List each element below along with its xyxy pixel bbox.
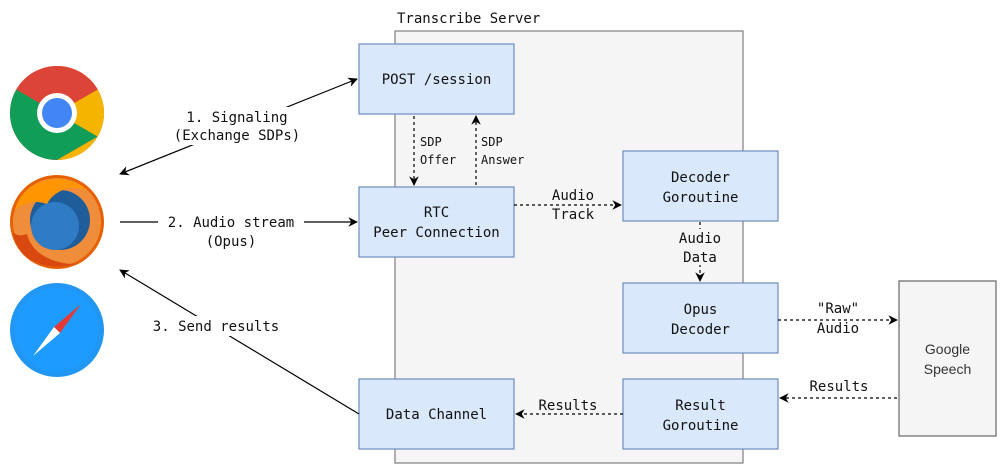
node-data-channel: Data Channel: [358, 378, 515, 450]
label-sdp-answer-1: SDP: [481, 135, 503, 149]
label-audio-track-1: Audio: [552, 188, 594, 204]
svg-text:Audio: Audio: [679, 231, 721, 247]
svg-text:RTC: RTC: [424, 205, 449, 221]
server-title: Transcribe Server: [397, 11, 540, 27]
svg-text:Data Channel: Data Channel: [386, 407, 487, 423]
edge-label-audio-stream: 2. Audio stream (Opus): [158, 210, 304, 252]
svg-text:Speech: Speech: [924, 361, 971, 377]
svg-text:POST /session: POST /session: [382, 72, 492, 88]
firefox-icon: [10, 175, 104, 269]
svg-text:Goroutine: Goroutine: [663, 190, 739, 206]
svg-text:1. Signaling: 1. Signaling: [186, 110, 287, 126]
svg-text:Google: Google: [925, 341, 970, 357]
safari-icon: [10, 283, 104, 377]
node-decoder-goroutine: Decoder Goroutine: [622, 150, 779, 222]
node-rtc-peer-connection: RTC Peer Connection: [358, 186, 515, 258]
svg-text:3. Send results: 3. Send results: [153, 319, 279, 335]
node-google-speech: Google Speech: [898, 280, 997, 437]
label-raw-audio-1: "Raw": [817, 301, 859, 317]
svg-text:Decoder: Decoder: [671, 170, 730, 186]
label-results-to-channel: Results: [538, 398, 597, 414]
label-sdp-offer-2: Offer: [420, 153, 456, 167]
edge-send-results: [119, 269, 360, 415]
svg-text:Peer Connection: Peer Connection: [373, 225, 499, 241]
label-sdp-answer-2: Answer: [481, 153, 524, 167]
svg-text:(Exchange SDPs): (Exchange SDPs): [174, 128, 300, 144]
svg-text:(Opus): (Opus): [206, 234, 257, 250]
edge-label-signaling: 1. Signaling (Exchange SDPs): [165, 107, 308, 145]
svg-text:Goroutine: Goroutine: [663, 418, 739, 434]
edge-label-audio-data: Audio Data: [675, 229, 725, 266]
label-raw-audio-2: Audio: [817, 321, 859, 337]
svg-text:Opus: Opus: [684, 302, 718, 318]
edge-label-send-results: 3. Send results: [143, 316, 288, 336]
svg-text:Decoder: Decoder: [671, 322, 730, 338]
node-opus-decoder: Opus Decoder: [622, 282, 779, 354]
label-audio-track-2: Track: [552, 207, 595, 223]
node-result-goroutine: Result Goroutine: [622, 378, 779, 450]
chrome-icon: [10, 66, 104, 160]
node-post-session: POST /session: [358, 43, 515, 115]
svg-text:2. Audio stream: 2. Audio stream: [168, 215, 294, 231]
label-results-from-google: Results: [809, 379, 868, 395]
svg-text:Result: Result: [675, 398, 726, 414]
label-sdp-offer-1: SDP: [420, 135, 442, 149]
svg-text:Data: Data: [683, 250, 717, 266]
